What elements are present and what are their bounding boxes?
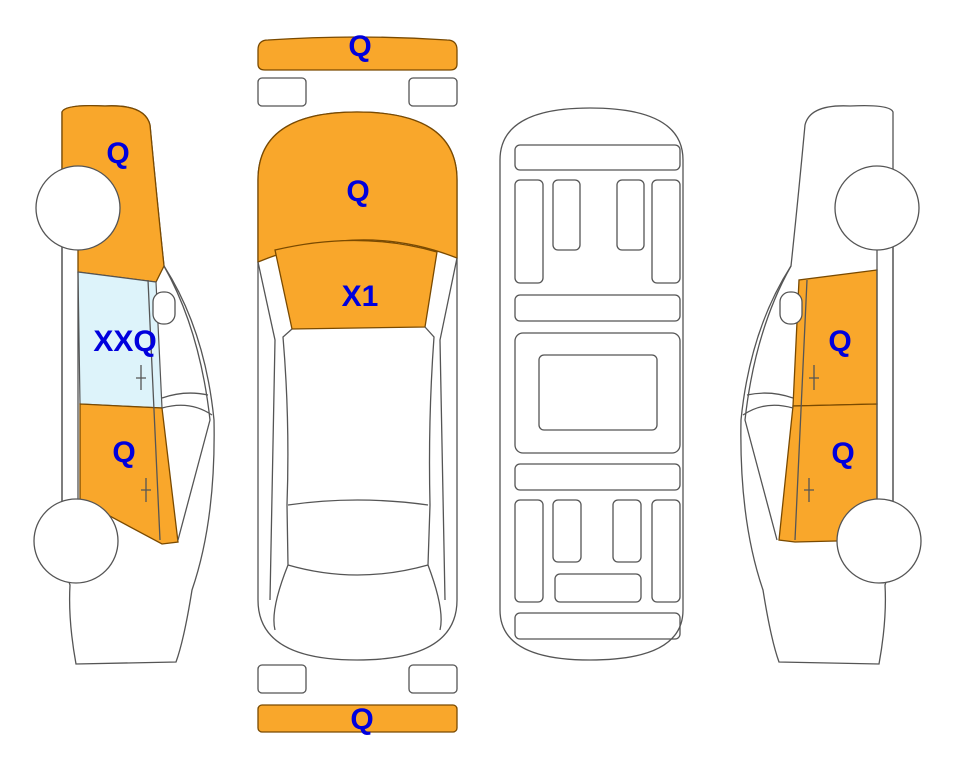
right-door-handle-front — [809, 365, 819, 390]
windshield-panel[interactable] — [274, 239, 438, 330]
underside-part — [514, 332, 681, 454]
front-right-light — [408, 77, 458, 107]
label-right-rear-door: Q — [831, 437, 854, 470]
underside-part — [552, 179, 581, 251]
right-rear-wheel — [836, 498, 922, 584]
left-door-handle-rear — [141, 478, 151, 502]
label-left-front-door: Q — [112, 436, 135, 469]
left-front-wheel — [35, 165, 121, 251]
underside-part — [651, 179, 681, 284]
underside-part — [514, 144, 681, 171]
left-front-door-panel[interactable] — [79, 403, 179, 545]
right-door-handle-rear — [804, 478, 814, 502]
underside-outline — [499, 107, 684, 661]
label-windshield: X1 — [342, 280, 379, 313]
left-mirror — [152, 291, 176, 325]
underside-view — [499, 107, 684, 661]
underside-part — [554, 573, 642, 603]
right-mirror — [779, 291, 803, 325]
right-side-view: Q Q — [740, 104, 922, 665]
label-left-front-fender: Q — [106, 137, 129, 170]
front-bumper-panel[interactable] — [257, 36, 458, 71]
label-front-bumper: Q — [348, 30, 371, 63]
underside-part — [514, 612, 681, 640]
label-left-front-window: XXQ — [93, 325, 156, 358]
label-right-front-door: Q — [828, 325, 851, 358]
top-view: Q Q X1 Q — [257, 30, 458, 736]
right-pillar-line — [742, 240, 894, 560]
underside-part — [514, 294, 681, 322]
underside-part — [514, 463, 681, 491]
underside-part — [514, 499, 544, 603]
underside-part — [514, 179, 544, 284]
rear-left-light — [257, 664, 307, 694]
top-roof-lines — [257, 257, 458, 631]
left-pillar-line — [61, 240, 213, 560]
left-door-handle-front — [136, 365, 146, 390]
left-rear-wheel — [33, 498, 119, 584]
label-hood: Q — [346, 175, 369, 208]
underside-part — [538, 354, 658, 431]
front-left-light — [257, 77, 307, 107]
rear-bumper-panel[interactable] — [257, 704, 458, 733]
underside-part — [552, 499, 582, 563]
left-side-view: Q XXQ Q — [33, 104, 215, 665]
underside-part — [612, 499, 642, 563]
underside-part — [616, 179, 645, 251]
underside-part — [651, 499, 681, 603]
right-front-wheel — [834, 165, 920, 251]
rear-right-light — [408, 664, 458, 694]
label-rear-bumper: Q — [350, 703, 373, 736]
